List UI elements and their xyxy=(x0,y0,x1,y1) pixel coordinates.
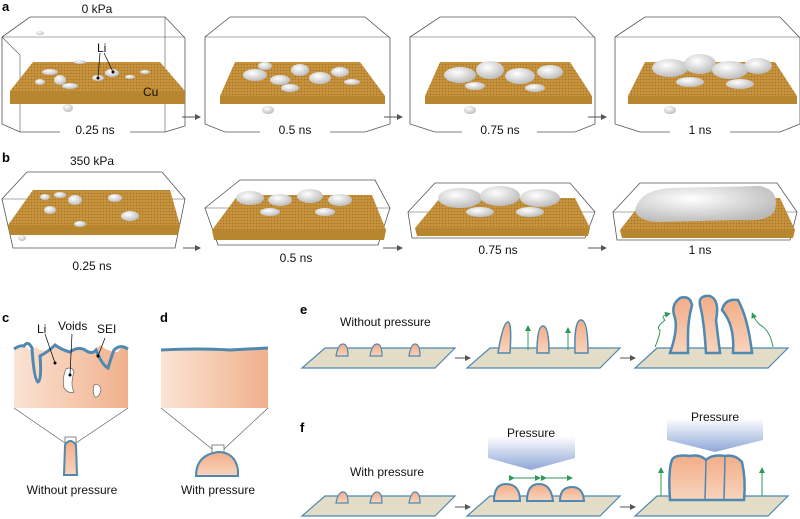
time-label-b2: 0.5 ns xyxy=(280,251,313,265)
li-label-c: Li xyxy=(37,322,46,336)
pressure-label-f2: Pressure xyxy=(507,426,555,440)
md-frame-a1: Li Cu 0.25 ns xyxy=(1,16,186,138)
md-frame-a4: 1 ns xyxy=(614,16,800,138)
stage-e1 xyxy=(300,343,457,369)
dendrite xyxy=(720,298,754,355)
md-frame-b2: 0.5 ns xyxy=(204,179,391,265)
dense-li-layer xyxy=(668,454,746,502)
dendrite xyxy=(62,440,79,476)
sei-layer xyxy=(160,346,269,352)
growth-arrow-icon xyxy=(654,311,671,348)
time-label-a3: 0.75 ns xyxy=(480,123,519,137)
time-label-b4: 1 ns xyxy=(689,243,712,257)
stage-f1 xyxy=(300,491,457,517)
time-label-b1: 0.25 ns xyxy=(72,259,111,273)
pressure-indicator xyxy=(667,418,763,452)
sei-label-c: SEI xyxy=(97,322,116,336)
md-frame-b3: 0.75 ns xyxy=(407,182,596,257)
cu-label-a: Cu xyxy=(143,85,158,99)
stage-e2 xyxy=(465,319,622,369)
panel-letter-e: e xyxy=(300,302,307,317)
void xyxy=(92,384,102,398)
voids-label-c: Voids xyxy=(58,319,87,333)
li-label-a: Li xyxy=(97,41,106,55)
time-label-a1: 0.25 ns xyxy=(75,123,114,137)
panel-letter-b: b xyxy=(2,150,10,165)
panel-letter-c: c xyxy=(2,310,9,325)
pressure-label-b: 350 kPa xyxy=(70,154,114,168)
schematic-without-pressure: Li Voids SEI Without pressure xyxy=(13,319,129,497)
stage-e3 xyxy=(633,294,790,369)
md-frame-a2: 0.5 ns xyxy=(204,16,391,138)
md-frame-a3: 0.75 ns xyxy=(409,16,596,138)
dendrite xyxy=(668,296,694,355)
panel-letter-f: f xyxy=(300,420,305,435)
pressure-label-a: 0 kPa xyxy=(82,2,113,16)
md-frame-b4: 1 ns xyxy=(612,182,798,257)
panel-letter-a: a xyxy=(2,0,10,14)
caption-c: Without pressure xyxy=(27,483,118,497)
caption-d: With pressure xyxy=(181,483,255,497)
schematic-with-pressure: With pressure xyxy=(160,346,269,497)
time-label-a2: 0.5 ns xyxy=(279,123,312,137)
panel-letter-d: d xyxy=(160,310,168,325)
li-deposit xyxy=(194,450,239,477)
time-label-a4: 1 ns xyxy=(689,123,712,137)
md-frame-b1: 0.25 ns xyxy=(1,171,186,273)
dendrite xyxy=(698,294,722,355)
lithium-layer xyxy=(635,186,776,222)
pressure-indicator xyxy=(488,436,575,470)
caption-f: With pressure xyxy=(350,465,424,479)
stage-f3: Pressure xyxy=(633,410,790,517)
caption-e: Without pressure xyxy=(340,315,431,329)
void xyxy=(62,367,75,393)
sei-layer xyxy=(13,341,129,384)
stage-f2: Pressure xyxy=(465,426,622,517)
growth-arrow-icon xyxy=(751,312,774,348)
time-label-b3: 0.75 ns xyxy=(478,243,517,257)
pressure-label-f3: Pressure xyxy=(691,410,739,424)
